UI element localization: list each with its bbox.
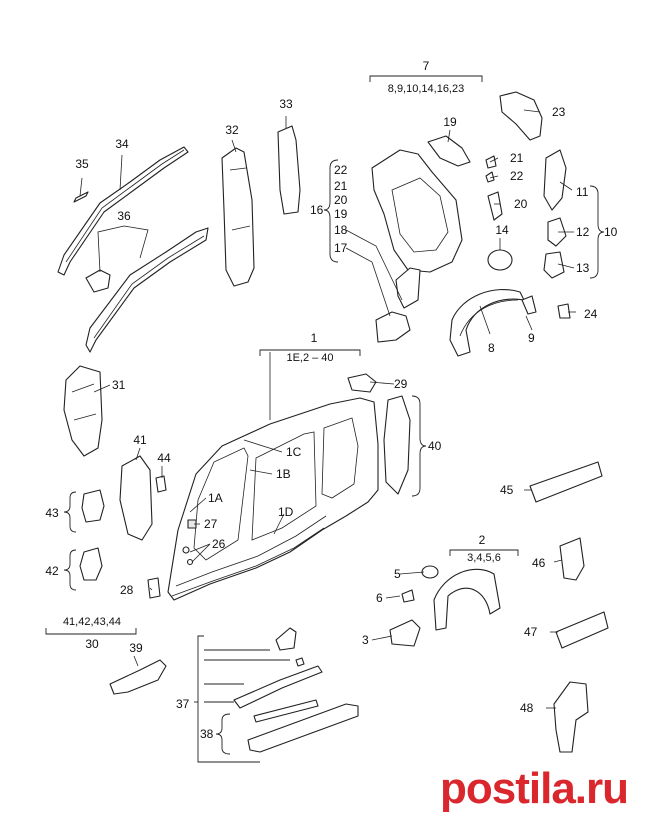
part-8-wheel-arch bbox=[449, 288, 525, 357]
leader-lines bbox=[79, 109, 576, 709]
label-10: 10 bbox=[604, 225, 618, 239]
label-20b: 20 bbox=[514, 197, 528, 211]
label-19a: 19 bbox=[334, 207, 348, 221]
label-48: 48 bbox=[520, 701, 534, 715]
part-42-bracket bbox=[79, 547, 103, 581]
watermark-logo: postila.ru bbox=[440, 764, 629, 813]
part-19-corner-bracket bbox=[427, 135, 471, 167]
label-33: 33 bbox=[279, 97, 293, 111]
part-3-bracket bbox=[389, 619, 421, 647]
label-45: 45 bbox=[500, 483, 514, 497]
label-7: 7 bbox=[423, 59, 430, 73]
part-24-clip bbox=[557, 303, 571, 319]
label-7-sub: 8,9,10,14,16,23 bbox=[388, 83, 464, 95]
label-41: 41 bbox=[133, 433, 147, 447]
label-12: 12 bbox=[576, 225, 590, 239]
label-5: 5 bbox=[394, 567, 401, 581]
label-1: 1 bbox=[311, 331, 318, 345]
label-9: 9 bbox=[528, 331, 535, 345]
part-14-cap bbox=[487, 249, 513, 271]
part-6-clip bbox=[401, 589, 415, 603]
part-35-small-bracket bbox=[73, 191, 89, 203]
label-35: 35 bbox=[75, 157, 89, 171]
label-43: 43 bbox=[45, 506, 59, 520]
part-5-grommet bbox=[421, 565, 439, 579]
part-33-pillar-reinforcement bbox=[277, 125, 301, 215]
part-11-12-13-tail-pieces bbox=[543, 149, 567, 279]
group-brackets bbox=[45, 75, 605, 763]
label-1C: 1C bbox=[286, 445, 302, 459]
label-20a: 20 bbox=[334, 193, 348, 207]
part-37-sill-pieces bbox=[233, 627, 323, 709]
part-46-bracket bbox=[559, 537, 585, 581]
part-48-bracket bbox=[553, 681, 589, 753]
part-36-inner-rail bbox=[85, 227, 209, 353]
label-36: 36 bbox=[117, 209, 131, 223]
part-23-corner-panel bbox=[499, 91, 543, 141]
part-26-27-small-parts bbox=[182, 519, 197, 566]
label-6: 6 bbox=[376, 591, 383, 605]
label-19b: 19 bbox=[443, 115, 457, 129]
part-2-wheel-housing bbox=[433, 568, 501, 631]
part-34-roof-rail bbox=[57, 146, 189, 276]
label-32: 32 bbox=[225, 123, 239, 137]
label-42: 42 bbox=[45, 564, 59, 578]
label-22b: 22 bbox=[510, 169, 524, 183]
label-21a: 21 bbox=[334, 179, 348, 193]
part-1-side-panel bbox=[167, 397, 379, 601]
label-26: 26 bbox=[212, 537, 226, 551]
part-39-reinforcement bbox=[109, 659, 167, 695]
part-43-bracket bbox=[81, 489, 105, 523]
part-38-sill-strips bbox=[247, 699, 359, 753]
label-40: 40 bbox=[428, 439, 442, 453]
label-1B: 1B bbox=[276, 467, 291, 481]
part-16-rear-inner-panel bbox=[371, 149, 463, 343]
part-31-a-pillar bbox=[63, 365, 103, 457]
label-28: 28 bbox=[120, 583, 134, 597]
label-46: 46 bbox=[532, 556, 546, 570]
label-1D: 1D bbox=[278, 505, 294, 519]
part-40-rear-pillar bbox=[383, 395, 411, 495]
part-28-bracket bbox=[147, 577, 161, 599]
part-45-reinforcement bbox=[529, 461, 603, 503]
label-2-sub: 3,4,5,6 bbox=[467, 552, 501, 564]
part-20-bracket bbox=[487, 191, 503, 221]
label-11: 11 bbox=[576, 185, 589, 199]
callout-labels: 1 1E,2 – 40 1A 1B 1C 1D 2 3,4,5,6 3 5 6 … bbox=[45, 59, 617, 741]
label-3: 3 bbox=[362, 633, 369, 647]
part-21-22-clips bbox=[485, 155, 497, 183]
label-37: 37 bbox=[176, 697, 190, 711]
label-14: 14 bbox=[495, 223, 509, 237]
label-16: 16 bbox=[310, 203, 324, 217]
label-17: 17 bbox=[334, 241, 348, 255]
label-34: 34 bbox=[115, 137, 129, 151]
label-27: 27 bbox=[204, 517, 218, 531]
label-39: 39 bbox=[129, 641, 143, 655]
label-18: 18 bbox=[334, 223, 348, 237]
part-32-b-pillar bbox=[221, 147, 255, 287]
label-21b: 21 bbox=[510, 151, 524, 165]
part-9-bracket bbox=[521, 295, 537, 315]
label-23: 23 bbox=[552, 105, 566, 119]
label-13: 13 bbox=[576, 261, 590, 275]
label-22a: 22 bbox=[334, 163, 348, 177]
part-41-pillar-lower bbox=[119, 455, 153, 541]
label-38: 38 bbox=[200, 727, 214, 741]
label-44: 44 bbox=[157, 451, 171, 465]
label-2: 2 bbox=[479, 533, 486, 547]
part-29-bracket bbox=[347, 373, 377, 393]
label-30: 30 bbox=[85, 637, 99, 651]
label-29: 29 bbox=[394, 377, 408, 391]
label-1A: 1A bbox=[208, 491, 223, 505]
label-24: 24 bbox=[584, 307, 598, 321]
label-8: 8 bbox=[488, 341, 495, 355]
part-44-clip bbox=[155, 475, 167, 493]
label-1-sub: 1E,2 – 40 bbox=[286, 352, 333, 364]
label-31: 31 bbox=[112, 378, 126, 392]
label-47: 47 bbox=[524, 625, 538, 639]
part-47-sill-support bbox=[555, 611, 609, 649]
label-30-sub: 41,42,43,44 bbox=[63, 616, 121, 628]
